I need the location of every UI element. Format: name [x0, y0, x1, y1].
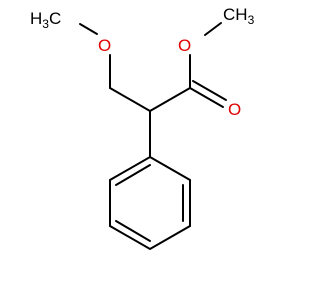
- molecule-drawing: H3C O O O CH3: [30, 5, 255, 251]
- bond-ester-o-to-methyl: [204, 22, 222, 36]
- methoxy-carbon-label: H3C: [30, 9, 61, 31]
- carbonyl-oxygen-label: O: [228, 100, 241, 119]
- bond-carbonyl-double-inner: [192, 80, 227, 101]
- phenyl-inner-double-top: [115, 164, 151, 186]
- structure-canvas: H3C O O O CH3: [30, 5, 255, 251]
- bond-ch2-to-ch: [109, 87, 151, 112]
- bond-methyl-to-ether-o: [79, 23, 98, 35]
- phenyl-inner-double-bottom: [115, 220, 151, 242]
- phenyl-ring: [109, 155, 191, 251]
- ester-methyl-label: CH3: [223, 5, 255, 27]
- bond-ch-to-carbonyl-c: [149, 87, 191, 112]
- ester-oxygen-label: O: [178, 36, 191, 55]
- ether-oxygen-label: O: [98, 36, 111, 55]
- bond-carbonyl-double-outer: [189, 87, 224, 108]
